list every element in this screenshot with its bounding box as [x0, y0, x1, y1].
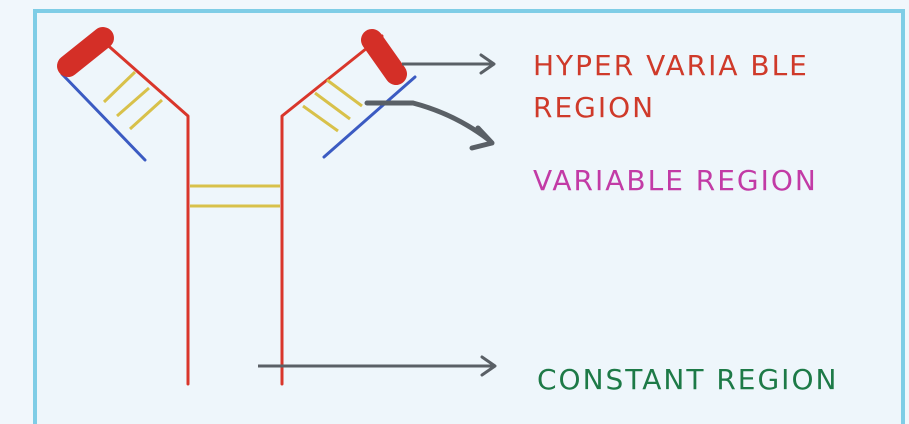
arrow-hypervariable — [402, 53, 496, 75]
light-chain-left — [60, 72, 147, 162]
diagram-frame — [33, 9, 905, 424]
disulfide-bond-left-2 — [116, 86, 150, 118]
disulfide-bond-right-1 — [326, 78, 363, 108]
disulfide-bond-right-3 — [302, 104, 339, 133]
hypervariable-region-label-line1: HYPER VARIA BLE — [533, 49, 809, 82]
heavy-chain-left — [93, 32, 190, 386]
constant-region-label: CONSTANT REGION — [537, 363, 839, 396]
heavy-chain-right — [280, 34, 384, 386]
arrow-variable — [364, 100, 495, 151]
disulfide-bond-right-2 — [314, 91, 351, 121]
variable-region-label: VARIABLE REGION — [533, 164, 818, 197]
arrow-constant — [258, 355, 497, 377]
hypervariable-region-label-line2: REGION — [533, 91, 656, 124]
hypervariable-cap-right — [361, 29, 407, 85]
light-chain-right — [322, 75, 417, 159]
hypervariable-cap-left — [57, 27, 114, 77]
disulfide-bond-left-3 — [128, 98, 164, 131]
disulfide-bond-left-1 — [102, 70, 137, 104]
